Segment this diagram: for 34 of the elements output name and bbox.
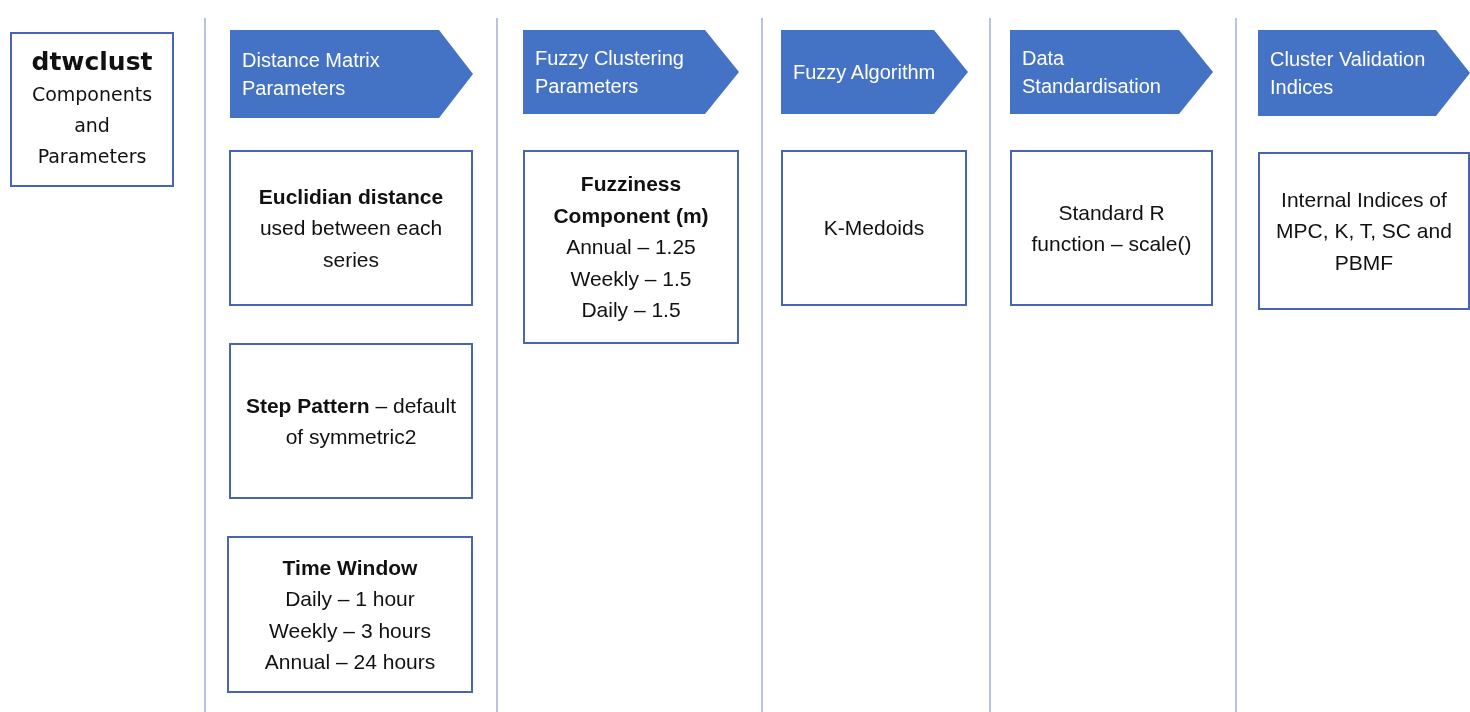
parameter-box <box>229 343 473 499</box>
parameter-box <box>1010 150 1213 306</box>
body-text: Annual – 1.25 <box>566 234 696 261</box>
heading-text: Fuzziness Component (m) <box>552 171 710 229</box>
body-text: used between each series <box>258 215 444 273</box>
header-text: Cluster Validation Indices <box>1270 47 1427 100</box>
body-text: Annual – 24 hours <box>264 649 436 675</box>
header-text: Fuzzy Clustering Parameters <box>535 46 685 99</box>
heading-text: dtwclust <box>31 46 153 79</box>
parameter-box <box>227 536 473 693</box>
heading-text: Euclidian distance <box>258 183 444 210</box>
body-text: Internal Indices of MPC, K, T, SC and PBMF <box>1275 186 1453 276</box>
header-text: Data Standardisation <box>1022 46 1162 99</box>
chevron-header <box>1258 30 1470 116</box>
chevron-header <box>230 30 473 118</box>
title-box <box>10 32 174 187</box>
heading-text: Time Window <box>282 554 418 581</box>
body-text: Step Pattern – default of symmetric2 <box>244 392 458 450</box>
parameter-box <box>229 150 473 306</box>
body-text: Daily – 1 hour <box>285 586 415 612</box>
chevron-header <box>523 30 739 114</box>
body-text: Weekly – 3 hours <box>269 617 431 644</box>
body-text: Standard R function – scale() <box>1030 199 1193 257</box>
parameter-box <box>523 150 739 344</box>
header-text: Fuzzy Algorithm <box>793 60 937 85</box>
parameter-box <box>1258 152 1470 310</box>
chevron-header <box>1010 30 1213 114</box>
body-text: Daily – 1.5 <box>581 297 681 324</box>
body-text: K-Medoids <box>823 215 925 242</box>
parameter-box <box>781 150 967 306</box>
header-text: Distance Matrix Parameters <box>242 48 381 101</box>
body-text: Components and Parameters <box>30 81 154 170</box>
chevron-header <box>781 30 968 114</box>
body-text: Weekly – 1.5 <box>570 265 692 292</box>
